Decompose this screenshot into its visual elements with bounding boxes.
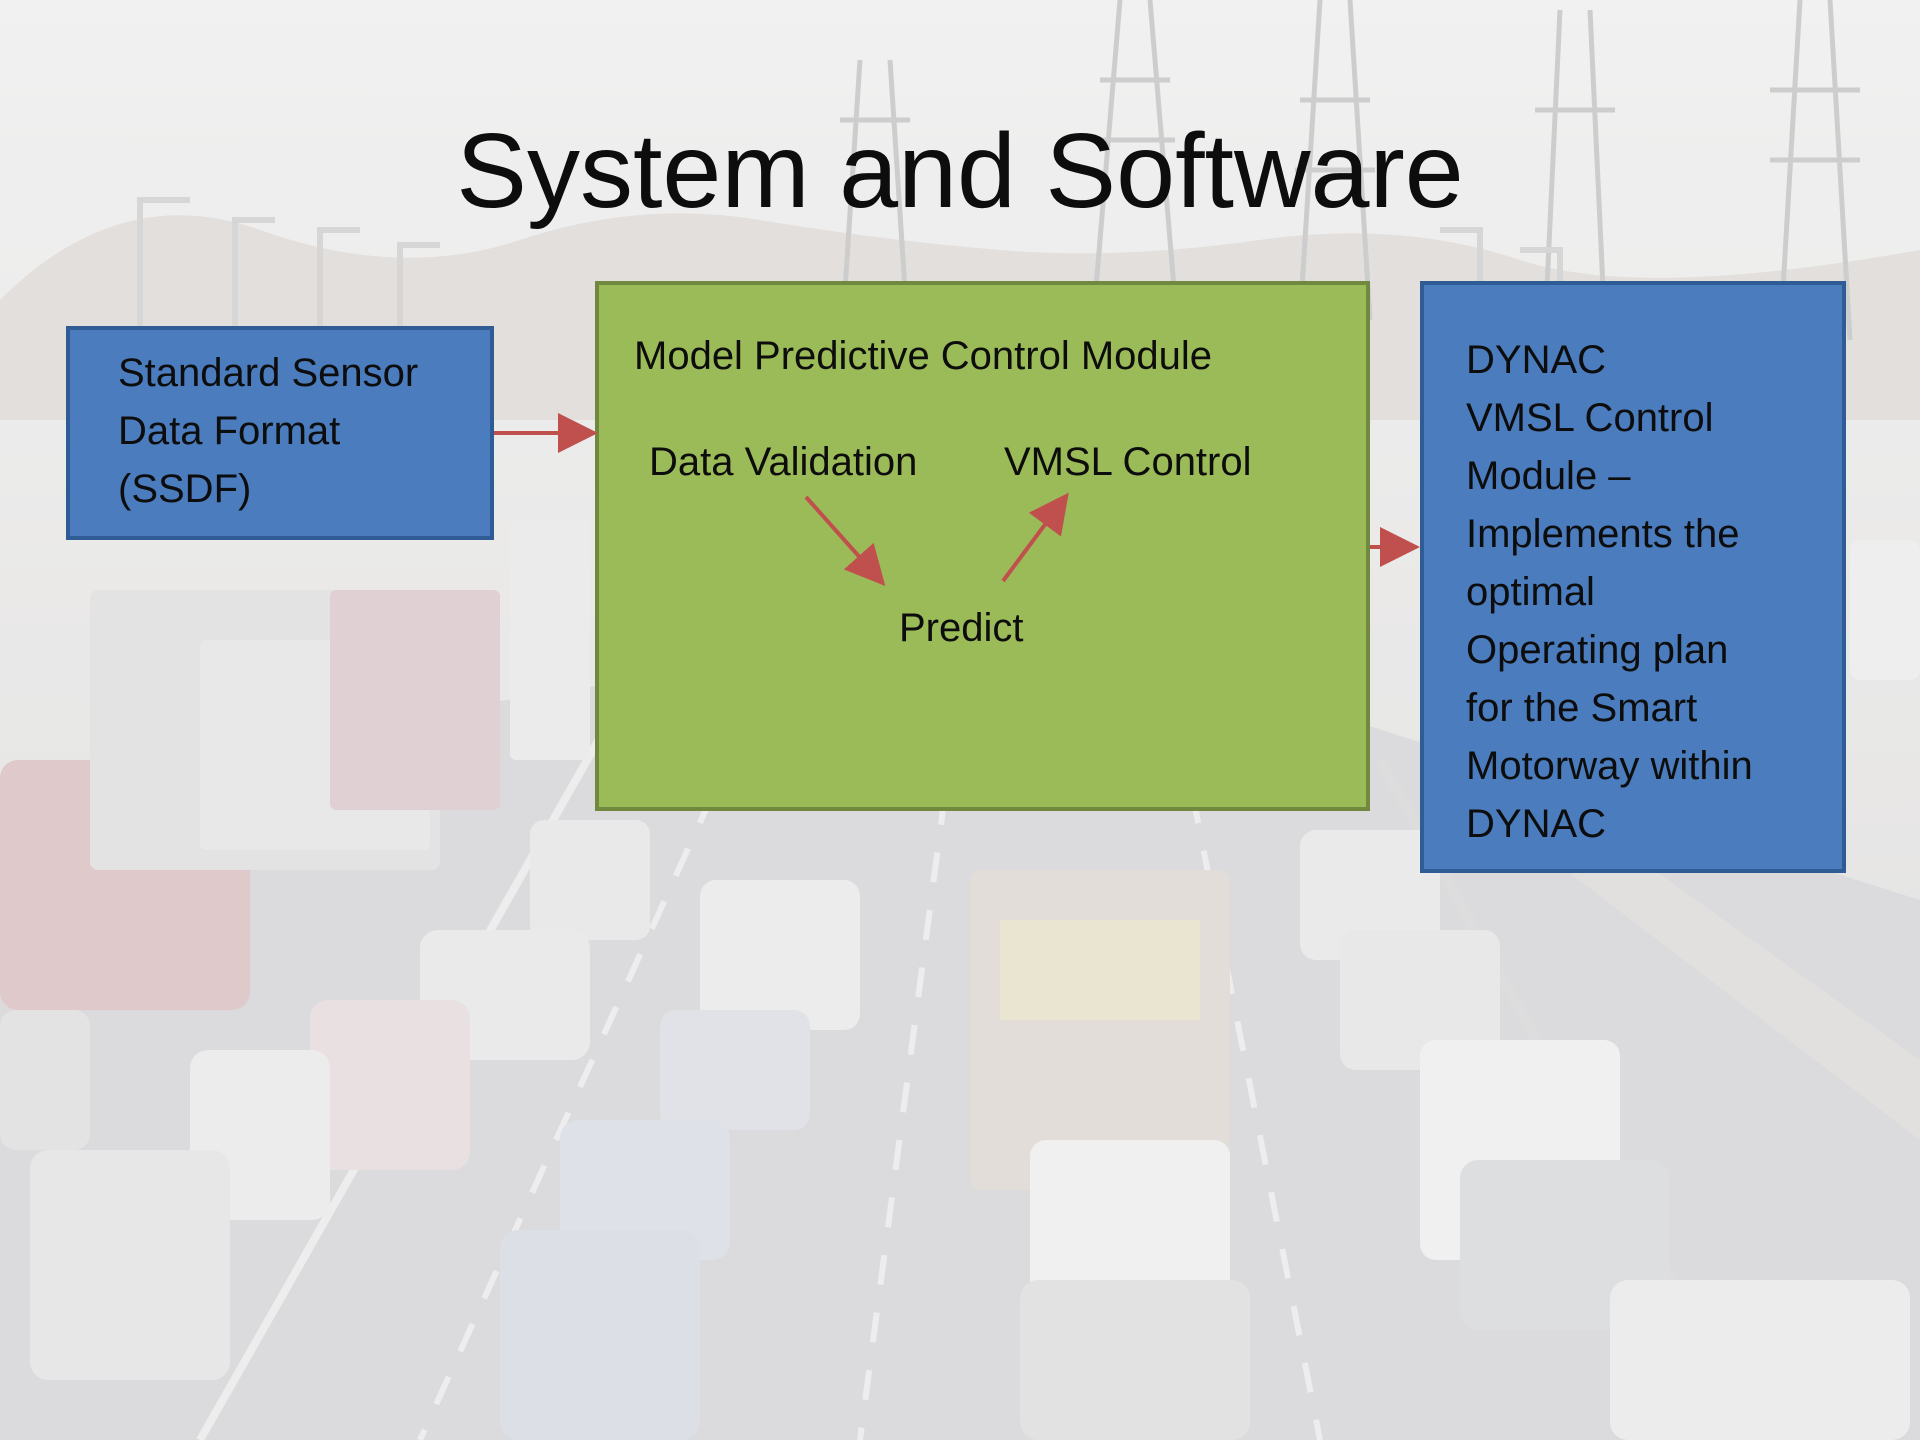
dynac-line-1: DYNAC [1466,338,1607,382]
dynac-line-7: for the Smart [1466,686,1698,730]
dynac-line-2: VMSL Control [1466,396,1714,440]
ssdf-box: Standard Sensor Data Format (SSDF) [66,326,494,540]
ssdf-line-1: Standard Sensor [118,351,419,395]
dynac-line-4: Implements the [1466,512,1740,556]
ssdf-line-3: (SSDF) [118,467,252,511]
predict-to-vmsl-arrow [1001,492,1069,583]
dynac-line-8: Motorway within [1466,744,1753,788]
predict-label: Predict [899,606,1024,650]
data-validation-label: Data Validation [649,440,918,484]
dynac-box: DYNAC VMSL Control Module – Implements t… [1420,281,1846,873]
dynac-line-9: DYNAC [1466,802,1607,846]
validation-to-predict-arrow [804,495,886,586]
dynac-line-6: Operating plan [1466,628,1729,672]
mpc-module-title: Model Predictive Control Module [634,334,1213,378]
mpc-module-box: Model Predictive Control Module Data Val… [595,281,1370,811]
ssdf-line-2: Data Format [118,409,341,453]
slide-title: System and Software [456,112,1464,230]
dynac-line-5: optimal [1466,570,1595,614]
dynac-line-3: Module – [1466,454,1631,498]
vmsl-control-label: VMSL Control [1004,440,1252,484]
